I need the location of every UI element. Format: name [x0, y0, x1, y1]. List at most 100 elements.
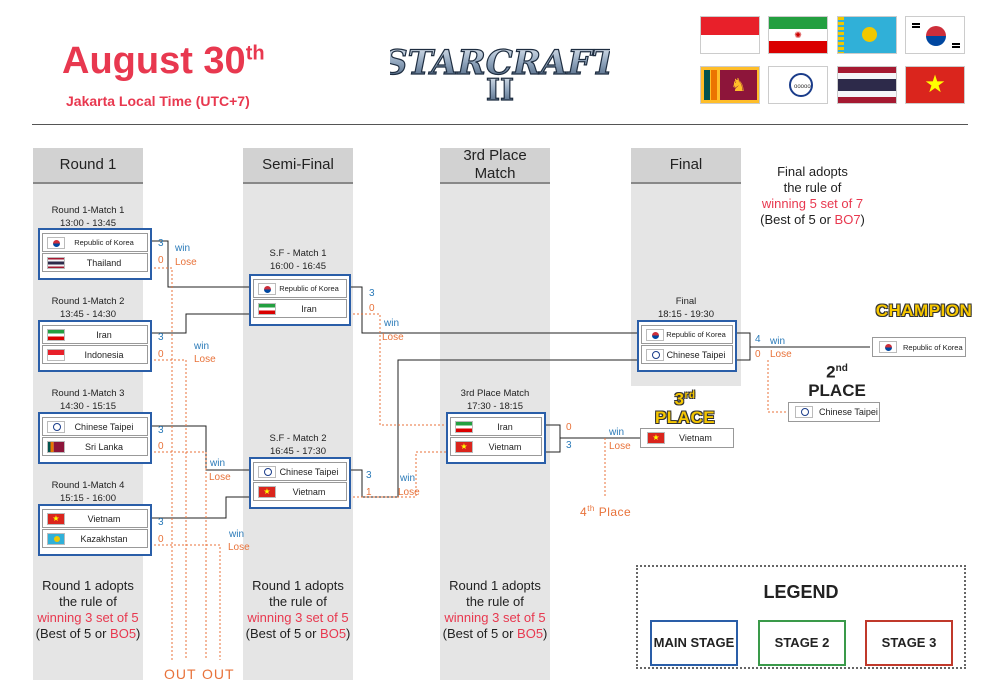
iran-flag-icon [455, 420, 473, 433]
legend-main-stage: MAIN STAGE [650, 620, 738, 666]
out-label-2: OUT [202, 666, 235, 682]
line-r1m2-lose [150, 359, 187, 660]
line-r1m1-win [150, 240, 250, 288]
third-score2: 3 [566, 440, 572, 451]
sf1-score1: 3 [369, 288, 375, 299]
vietnam-flag-icon: ★ [258, 485, 276, 498]
thailand-flag-icon [47, 256, 65, 269]
iran-flag-icon [47, 328, 65, 341]
r1m4-team1: ★Vietnam [42, 509, 148, 528]
sri-lanka-flag: ♞ [700, 66, 760, 104]
kazakhstan-flag-icon [47, 532, 65, 545]
r1m4-score2: 0 [158, 534, 164, 545]
r1m4-team2: Kazakhstan [42, 529, 148, 548]
r1m1-score2: 0 [158, 255, 164, 266]
line-sf2-lose [349, 451, 448, 498]
round1-header: Round 1 [33, 148, 143, 184]
indonesia-flag [700, 16, 760, 54]
r1m3-team1: Chinese Taipei [42, 417, 148, 436]
final-win-label: win [770, 336, 786, 347]
final-team1: Republic of Korea [641, 325, 733, 344]
semi-column [243, 148, 353, 680]
vietnam-flag-icon: ★ [647, 432, 665, 444]
indonesia-flag-icon [47, 348, 65, 361]
r1m3-box: Chinese Taipei Sri Lanka [38, 412, 152, 464]
final-score2: 0 [755, 349, 761, 360]
korea-flag-icon [47, 236, 65, 249]
legend-title: LEGEND [763, 582, 839, 602]
line-r1m3-lose [150, 451, 207, 660]
sf2-box: Chinese Taipei ★Vietnam [249, 457, 351, 509]
third-win-label: win [609, 427, 625, 438]
korea-flag-icon [879, 341, 897, 353]
final-lose-label: Lose [770, 349, 792, 360]
sf2-win-label: win [400, 473, 416, 484]
starcraft-logo: STARCRAFT II [383, 30, 621, 108]
line-sf1-lose [349, 313, 448, 426]
date-title: August 30th [62, 40, 265, 82]
line-sf1-win [349, 286, 640, 334]
chinese-taipei-flag: ooooo [768, 66, 828, 104]
r1m4-lose-label: Lose [228, 542, 250, 553]
iran-flag: ✺ [768, 16, 828, 54]
r1m2-box: Iran Indonesia [38, 320, 152, 372]
chinese-taipei-flag-icon [646, 348, 664, 361]
r1m1-team2: Thailand [42, 253, 148, 272]
semi-rule-note: Round 1 adopts the rule of winning 3 set… [245, 578, 351, 641]
vietnam-flag-icon: ★ [47, 512, 65, 525]
korea-flag-icon [258, 282, 276, 295]
r1m1-score1: 3 [158, 238, 164, 249]
legend-stage-3: STAGE 3 [865, 620, 953, 666]
champion-box: Republic of Korea [872, 337, 966, 357]
line-r1m4-lose [150, 544, 221, 660]
final-score1: 4 [755, 334, 761, 345]
r1m4-score1: 3 [158, 517, 164, 528]
sf1-box: Republic of Korea Iran [249, 274, 351, 326]
r1m1-win-label: win [175, 243, 191, 254]
second-place-box: Chinese Taipei [788, 402, 880, 422]
sf2-score2: 1 [366, 487, 372, 498]
chinese-taipei-flag-icon [258, 465, 276, 478]
sf1-team2: Iran [253, 299, 347, 318]
sf1-lose-label: Lose [382, 332, 404, 343]
sf1-win-label: win [384, 318, 400, 329]
sf1-score2: 0 [369, 303, 375, 314]
champion-title: CHAMPION [875, 301, 973, 320]
thailand-flag [837, 66, 897, 104]
third-place-title: 3rd PLACE [654, 389, 716, 427]
legend-box [636, 565, 966, 669]
r1m2-team2: Indonesia [42, 345, 148, 364]
iran-flag-icon [258, 302, 276, 315]
sri-lanka-flag-icon [47, 440, 65, 453]
r1m3-win-label: win [210, 458, 226, 469]
sf2-team1: Chinese Taipei [253, 462, 347, 481]
chinese-taipei-flag-icon [47, 420, 65, 433]
korea-flag [905, 16, 965, 54]
semi-header: Semi-Final [243, 148, 353, 184]
vietnam-flag: ★ [905, 66, 965, 104]
r1m3-score2: 0 [158, 441, 164, 452]
sf1-team1: Republic of Korea [253, 279, 347, 298]
sf2-lose-label: Lose [398, 487, 420, 498]
third-place-box: ★ Vietnam [640, 428, 734, 448]
header-divider [32, 124, 968, 125]
third-team1: Iran [450, 417, 542, 436]
sf2-score1: 3 [366, 470, 372, 481]
third-rule-note: Round 1 adopts the rule of winning 3 set… [442, 578, 548, 641]
final-rule-note: Final adopts the rule of winning 5 set o… [760, 164, 865, 227]
r1m2-win-label: win [194, 341, 210, 352]
r1m2-score1: 3 [158, 332, 164, 343]
timezone-label: Jakarta Local Time (UTC+7) [66, 93, 250, 109]
svg-text:STARCRAFT: STARCRAFT [390, 43, 610, 83]
line-r1m3-win [150, 425, 250, 471]
r1m3-team2: Sri Lanka [42, 437, 148, 456]
third-match-box: Iran ★Vietnam [446, 412, 546, 464]
r1m2-team1: Iran [42, 325, 148, 344]
r1m1-box: Republic of Korea Thailand [38, 228, 152, 280]
sf2-team2: ★Vietnam [253, 482, 347, 501]
line-final-lose [767, 360, 790, 413]
